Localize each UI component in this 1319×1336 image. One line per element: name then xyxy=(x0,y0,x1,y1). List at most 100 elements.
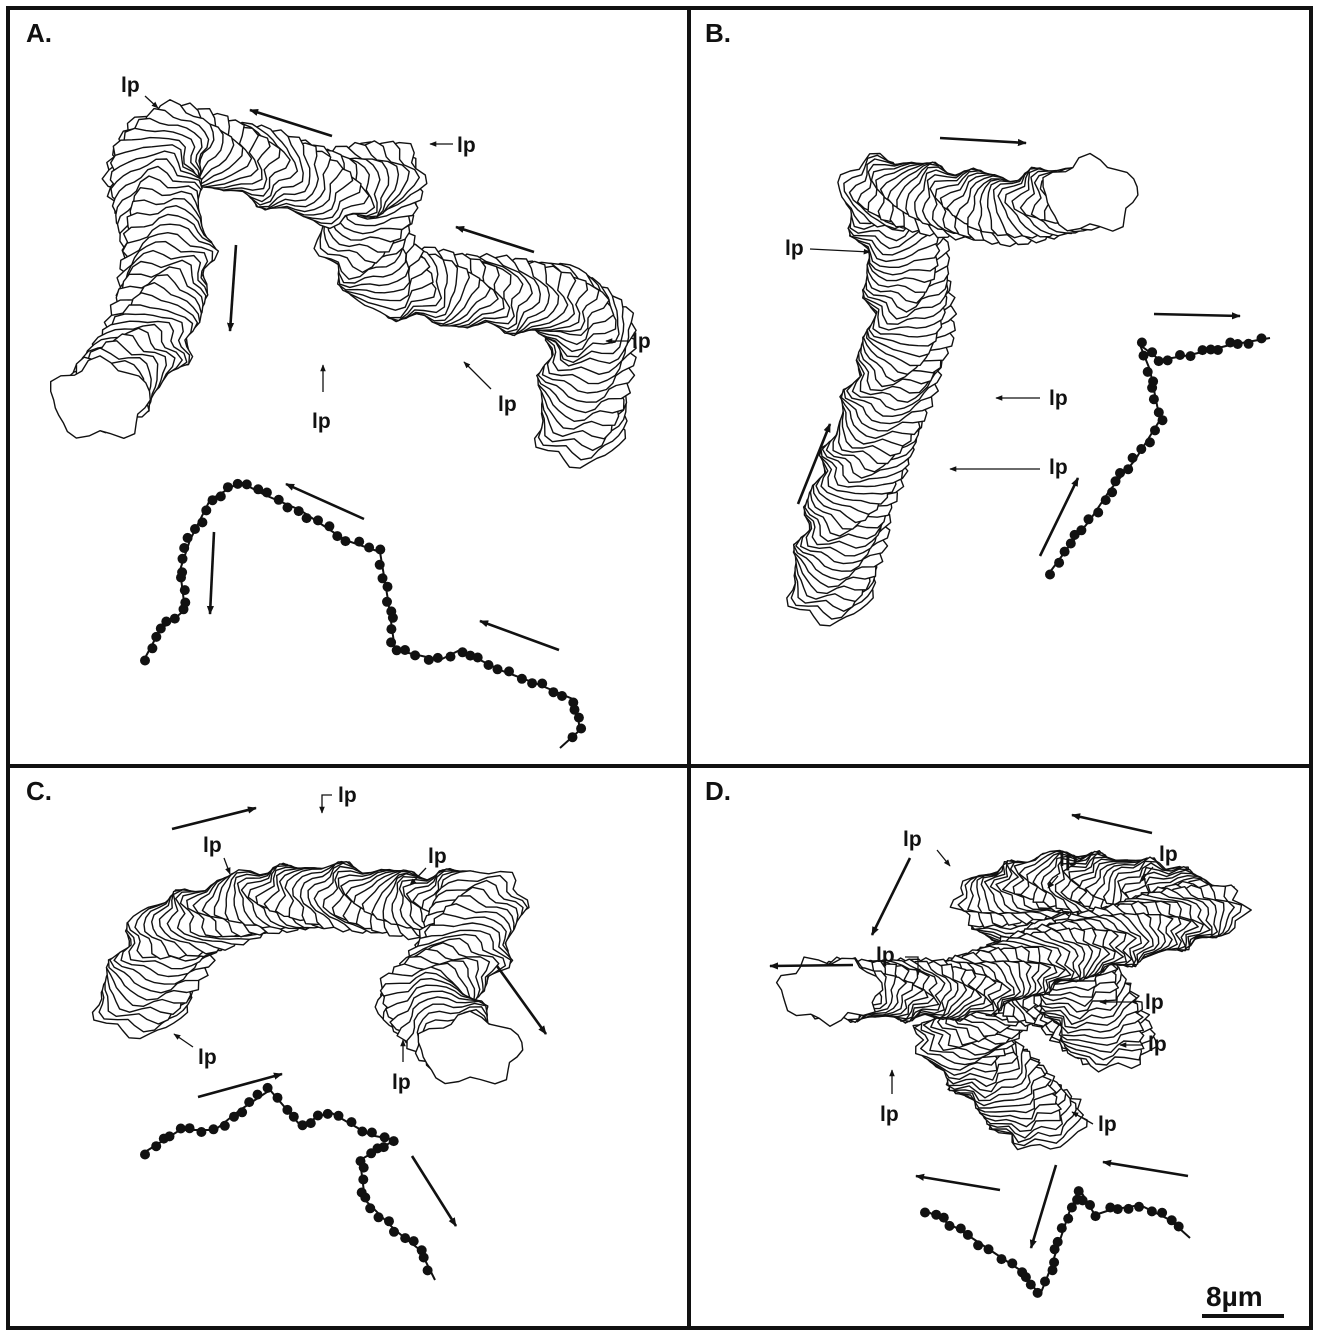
track-point xyxy=(364,543,374,553)
centroid-track-c xyxy=(140,1083,435,1280)
track-point xyxy=(313,1111,323,1121)
cell-outline xyxy=(1043,154,1138,232)
track-point xyxy=(548,687,558,697)
track-point xyxy=(1154,356,1164,366)
track-point xyxy=(185,1123,195,1133)
track-point xyxy=(410,650,420,660)
track-point xyxy=(354,537,364,547)
track-point xyxy=(400,1233,410,1243)
track-point xyxy=(1149,394,1159,404)
track-point xyxy=(1124,1204,1134,1214)
track-point xyxy=(517,674,527,684)
track-point xyxy=(289,1112,299,1122)
lp-label: lp xyxy=(1159,843,1178,866)
track-point xyxy=(984,1244,994,1254)
track-point xyxy=(1257,333,1267,343)
track-point xyxy=(1174,1222,1184,1232)
track-point xyxy=(306,1118,316,1128)
track-point xyxy=(576,724,586,734)
track-point xyxy=(170,614,180,624)
track-point xyxy=(357,1127,367,1137)
track-point xyxy=(424,655,434,665)
direction-arrow xyxy=(412,1156,456,1226)
panel-label-b: B. xyxy=(705,18,731,48)
lp-label: lp xyxy=(1059,848,1078,871)
lp-label: lp xyxy=(203,834,222,857)
track-point xyxy=(920,1208,930,1218)
track-point xyxy=(253,484,263,494)
track-point xyxy=(183,533,193,543)
panel-label-d: D. xyxy=(705,776,731,806)
track-point xyxy=(1060,547,1070,557)
track-point xyxy=(253,1090,263,1100)
track-point xyxy=(527,678,537,688)
track-point xyxy=(242,479,252,489)
track-point xyxy=(274,495,284,505)
track-point xyxy=(1233,339,1243,349)
cell-outlines-a xyxy=(51,100,636,468)
track-point xyxy=(997,1254,1007,1264)
track-point xyxy=(423,1265,433,1275)
track-point xyxy=(177,567,187,577)
track-point xyxy=(180,585,190,595)
lp-label: lp xyxy=(457,134,476,157)
track-point xyxy=(1143,367,1153,377)
lp-label: lp xyxy=(392,1071,411,1094)
track-point xyxy=(484,660,494,670)
track-point xyxy=(389,1136,399,1146)
direction-arrow xyxy=(480,621,559,650)
track-point xyxy=(1213,345,1223,355)
track-point xyxy=(380,1132,390,1142)
track-point xyxy=(1148,376,1158,386)
track-point xyxy=(1113,1204,1123,1214)
track-point xyxy=(1063,1214,1073,1224)
track-point xyxy=(358,1175,368,1185)
track-point xyxy=(1147,1206,1157,1216)
lp-label: lp xyxy=(632,330,651,353)
track-point xyxy=(939,1213,949,1223)
track-point xyxy=(1244,339,1254,349)
cell-outlines-d xyxy=(777,851,1252,1150)
cell-outlines-b xyxy=(787,154,1138,626)
direction-arrows xyxy=(172,110,1240,1248)
track-point xyxy=(945,1221,955,1231)
track-point xyxy=(197,517,207,527)
track-point xyxy=(1175,350,1185,360)
track-point xyxy=(323,1109,333,1119)
lp-label: lp xyxy=(1098,1113,1117,1136)
track-point xyxy=(433,653,443,663)
track-line xyxy=(145,482,580,748)
track-point xyxy=(179,543,189,553)
lp-label: lp xyxy=(1145,991,1164,1014)
centroid-track-b xyxy=(1045,333,1270,579)
track-point xyxy=(1186,351,1196,361)
track-point xyxy=(375,560,385,570)
track-point xyxy=(216,491,226,501)
track-point xyxy=(324,521,334,531)
track-point xyxy=(1074,1186,1084,1196)
track-point xyxy=(294,506,304,516)
track-point xyxy=(347,1117,357,1127)
track-point xyxy=(1057,1223,1067,1233)
track-point xyxy=(557,691,567,701)
track-point xyxy=(244,1097,254,1107)
direction-arrow xyxy=(1031,1165,1056,1248)
track-point xyxy=(209,1124,219,1134)
track-point xyxy=(220,1121,230,1131)
lp-label: lp xyxy=(903,828,922,851)
track-point xyxy=(963,1230,973,1240)
direction-arrow xyxy=(230,245,236,331)
track-point xyxy=(493,664,503,674)
track-point xyxy=(180,598,190,608)
direction-arrow xyxy=(872,858,910,935)
lp-label: lp xyxy=(1049,456,1068,479)
lp-label: lp xyxy=(1148,1033,1167,1056)
track-point xyxy=(1076,525,1086,535)
direction-arrow xyxy=(210,532,214,614)
track-point xyxy=(367,1128,377,1138)
track-point xyxy=(1101,495,1111,505)
track-point xyxy=(151,1141,161,1151)
track-point xyxy=(1049,1257,1059,1267)
panel-label-a: A. xyxy=(26,18,52,48)
